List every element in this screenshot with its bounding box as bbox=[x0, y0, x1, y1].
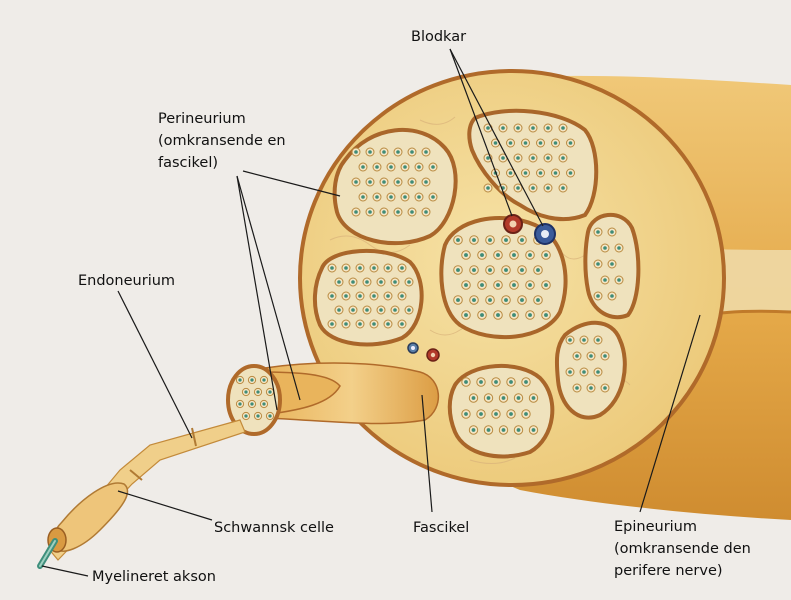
label-epineurium: Epineurium (omkransende den perifere ner… bbox=[614, 516, 751, 582]
label-epineurium-line-1: Epineurium bbox=[614, 516, 751, 538]
label-blodkar: Blodkar bbox=[411, 26, 466, 48]
label-fascikel: Fascikel bbox=[413, 517, 469, 539]
label-perineurium-line-1: Perineurium bbox=[158, 108, 286, 130]
label-myelinated-axon: Myelineret akson bbox=[92, 566, 216, 588]
label-epineurium-line-2: (omkransende den bbox=[614, 538, 751, 560]
label-perineurium-line-2: (omkransende en bbox=[158, 130, 286, 152]
label-epineurium-line-3: perifere nerve) bbox=[614, 560, 751, 582]
label-endoneurium: Endoneurium bbox=[78, 270, 175, 292]
label-perineurium-line-3: fascikel) bbox=[158, 152, 286, 174]
label-perineurium: Perineurium (omkransende en fascikel) bbox=[158, 108, 286, 174]
label-schwann-cell: Schwannsk celle bbox=[214, 517, 334, 539]
